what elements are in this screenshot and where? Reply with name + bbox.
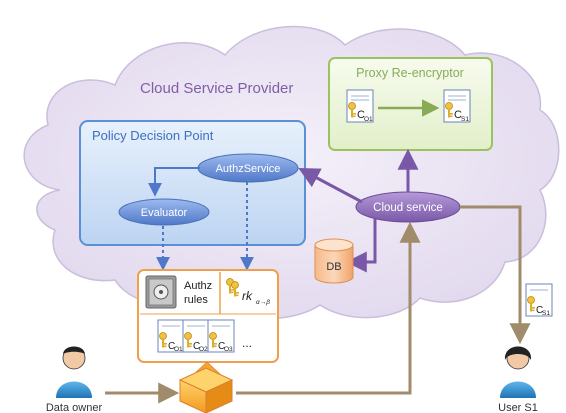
- svg-text:C: C: [193, 341, 200, 352]
- proxy-title: Proxy Re-encryptor: [356, 66, 464, 80]
- svg-text:C: C: [168, 341, 175, 352]
- cloud-service-to-authz-arrow: [298, 168, 363, 204]
- svg-text:O1: O1: [364, 116, 373, 123]
- package-box-icon: [178, 367, 234, 413]
- storage-container: Authz rules rk α→β C O1 C O2 C O3 ...: [137, 269, 279, 363]
- db-label: DB: [326, 261, 341, 273]
- svg-text:O1: O1: [174, 346, 183, 353]
- proxy-re-encryptor: Proxy Re-encryptor C O1 C S1: [328, 57, 493, 151]
- database-icon: DB: [314, 238, 354, 284]
- authz-rules-label-1: Authz: [184, 280, 212, 292]
- rk-label: rk: [242, 289, 253, 303]
- policy-decision-point: Policy Decision Point AuthzService Evalu…: [79, 120, 306, 246]
- svg-text:S1: S1: [461, 116, 469, 123]
- ciphertext-o3-stored-icon: C O3: [207, 319, 235, 353]
- evaluator-node: [118, 198, 210, 226]
- evaluator-label: Evaluator: [141, 207, 188, 219]
- authz-service-label: AuthzService: [216, 163, 281, 175]
- data-owner-label: Data owner: [46, 402, 103, 413]
- authz-rules-label-2: rules: [184, 294, 208, 306]
- ciphertext-s1-user-icon: C S1: [525, 283, 553, 317]
- box-to-cloud-service-arrow: [236, 221, 421, 395]
- cloud-service-to-db-arrow: [345, 219, 377, 273]
- rk-subscript: α→β: [256, 299, 270, 306]
- ciphertext-o1-icon: C O1: [346, 89, 374, 123]
- cloud-service: Cloud service: [355, 191, 461, 223]
- more-ciphertexts-ellipsis: ...: [242, 336, 252, 350]
- user-s1-icon: [500, 346, 536, 398]
- cloud-service-label: Cloud service: [373, 202, 443, 214]
- safe-icon: [145, 275, 177, 309]
- cloud-title: Cloud Service Provider: [140, 80, 293, 97]
- user-s1-label: User S1: [498, 402, 538, 413]
- svg-text:C: C: [536, 305, 543, 316]
- pdp-title: Policy Decision Point: [92, 128, 214, 143]
- svg-text:O3: O3: [224, 346, 233, 353]
- svg-text:S1: S1: [542, 310, 550, 317]
- ciphertext-s1-icon: C S1: [443, 89, 471, 123]
- svg-text:C: C: [454, 109, 462, 121]
- authz-to-evaluator-arrow: [148, 167, 200, 197]
- ciphertext-o2-stored-icon: C O2: [182, 319, 210, 353]
- svg-text:O2: O2: [199, 346, 208, 353]
- svg-text:C: C: [218, 341, 225, 352]
- ciphertext-o1-stored-icon: C O1: [157, 319, 185, 353]
- data-owner-icon: [56, 346, 92, 398]
- svg-text:C: C: [357, 109, 365, 121]
- cloud-service-to-user-arrow: [460, 205, 531, 345]
